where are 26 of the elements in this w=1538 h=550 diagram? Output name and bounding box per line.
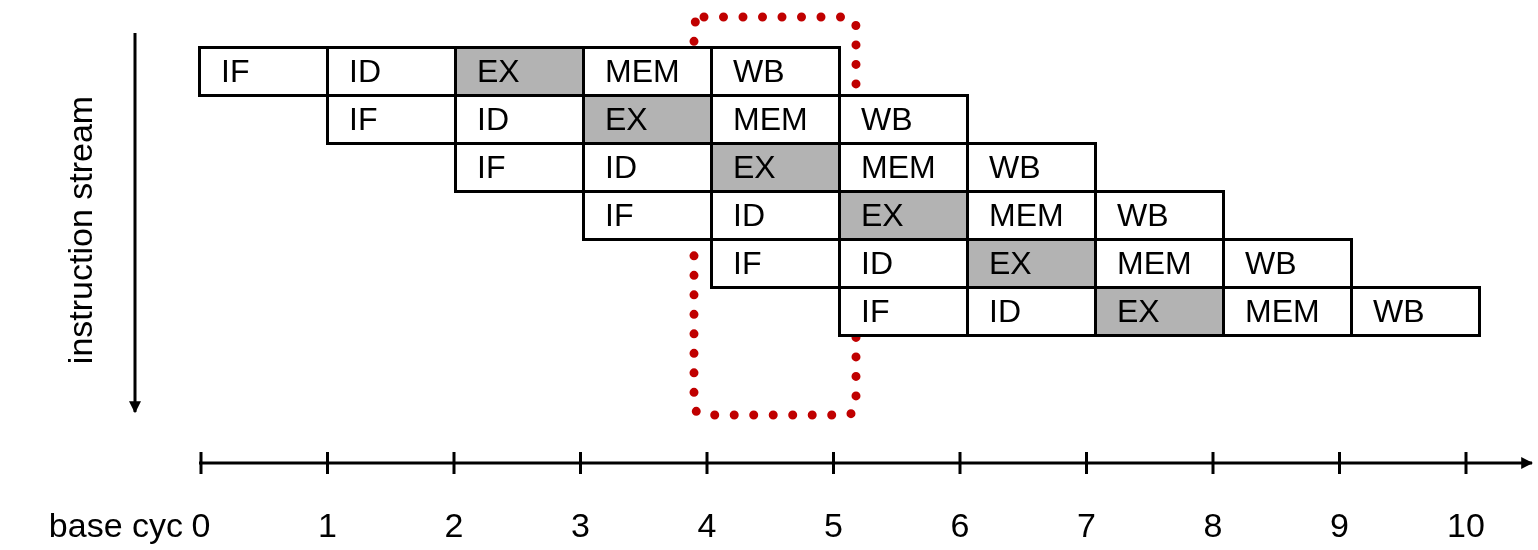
tick-label: 8: [1203, 505, 1223, 545]
pipeline-stage-cell: WB: [1094, 190, 1225, 241]
pipeline-stage-cell: IF: [582, 190, 713, 241]
pipeline-stage-cell: WB: [1350, 286, 1481, 337]
tick-label: 9: [1330, 505, 1349, 545]
pipeline-stage-cell: IF: [710, 238, 841, 289]
pipeline-stage-cell: WB: [1222, 238, 1353, 289]
tick-label: 3: [571, 505, 590, 545]
tick-label: 0: [191, 505, 211, 545]
tick-label: 6: [950, 505, 970, 545]
pipeline-stage-cell: WB: [838, 94, 969, 145]
tick-label: 10: [1447, 505, 1485, 545]
axis-title: base cyc: [48, 505, 183, 545]
pipeline-stage-cell: IF: [326, 94, 457, 145]
pipeline-stage-cell: EX: [1094, 286, 1225, 337]
pipeline-stage-cell: WB: [966, 142, 1097, 193]
pipeline-stage-cell: IF: [838, 286, 969, 337]
axis-title: instruction stream: [60, 95, 100, 365]
tick-label: 7: [1077, 505, 1096, 545]
tick-label: 5: [824, 505, 843, 545]
tick-label: 2: [444, 505, 464, 545]
pipeline-stage-cell: WB: [710, 46, 841, 97]
tick-label: 1: [318, 505, 337, 545]
tick-label: 4: [697, 505, 717, 545]
pipeline-stage-cell: IF: [454, 142, 585, 193]
pipeline-stage-cell: IF: [198, 46, 329, 97]
